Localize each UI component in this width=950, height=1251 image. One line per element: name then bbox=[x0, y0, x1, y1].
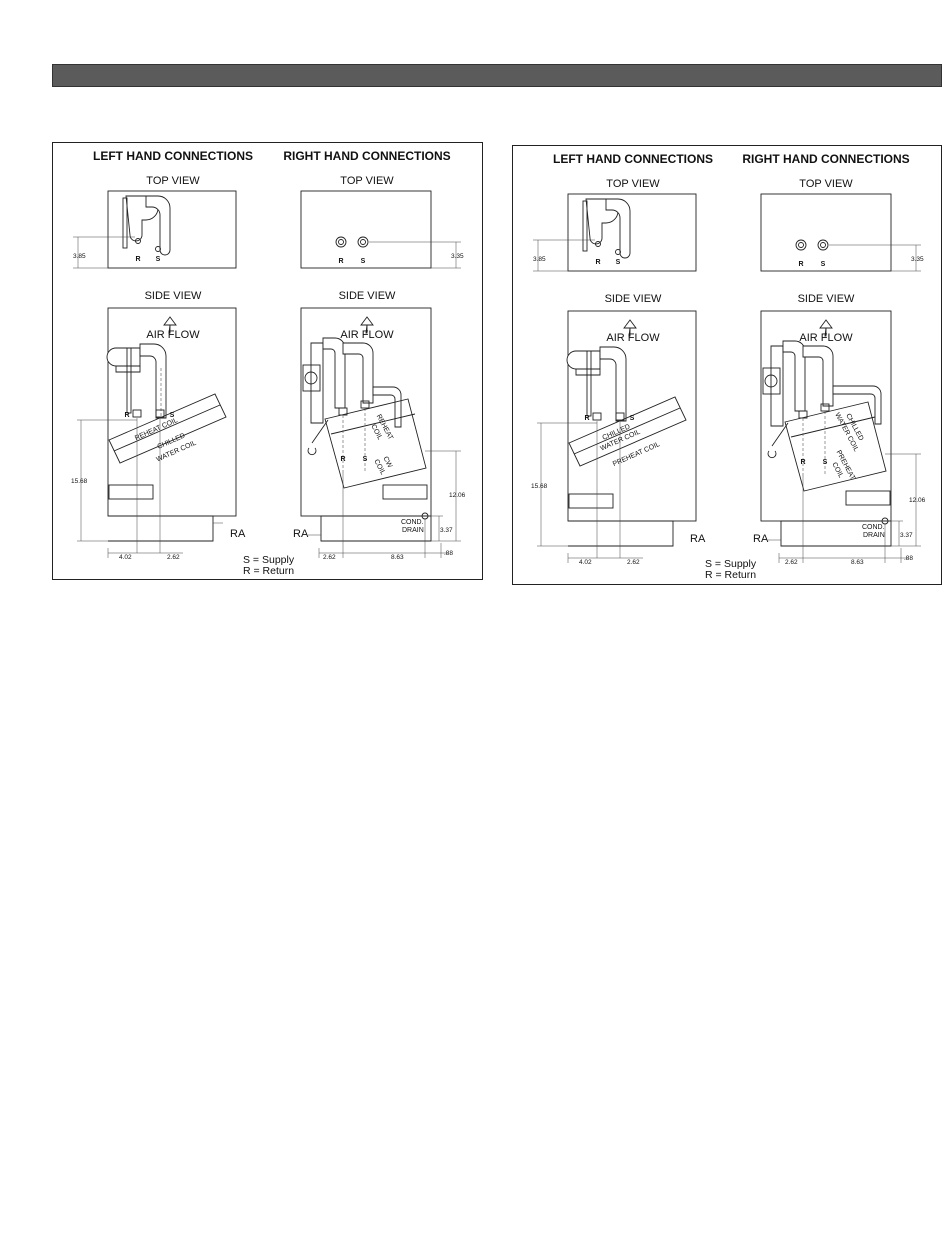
label-r-side-rh-2: R bbox=[800, 459, 805, 466]
ra-label-lh-2: RA bbox=[690, 533, 706, 545]
heading-right-hand-2: RIGHT HAND CONNECTIONS bbox=[742, 152, 909, 166]
label-s-side-lh-2: S bbox=[630, 415, 635, 422]
label-s-top-lh-2: S bbox=[616, 259, 621, 266]
heading-right-hand: RIGHT HAND CONNECTIONS bbox=[283, 149, 450, 163]
label-s-side-rh: S bbox=[363, 456, 368, 463]
drain-label-2-2: DRAIN bbox=[863, 532, 885, 539]
dim-side-height-lh-2: 15.68 bbox=[531, 483, 548, 490]
dim-top-lh-2: 3.85 bbox=[533, 256, 546, 263]
dim-rh-w3: .88 bbox=[444, 550, 453, 557]
connections-diagram-left: LEFT HAND CONNECTIONS RIGHT HAND CONNECT… bbox=[71, 149, 466, 577]
label-s-top-lh: S bbox=[156, 256, 161, 263]
headings: LEFT HAND CONNECTIONS RIGHT HAND CONNECT… bbox=[93, 149, 451, 163]
label-r-side-lh-2: R bbox=[584, 415, 589, 422]
legend-return-2: R = Return bbox=[705, 569, 756, 581]
side-view-label-rh-2: SIDE VIEW bbox=[798, 293, 855, 305]
ra-label-rh-2: RA bbox=[753, 533, 769, 545]
dim-rh-drain-2: 3.37 bbox=[900, 532, 913, 539]
top-view-label-rh-2: TOP VIEW bbox=[799, 178, 853, 190]
dim-rh-w1-2: 2.62 bbox=[785, 559, 798, 566]
label-r-top-rh: R bbox=[338, 258, 343, 265]
dim-top-rh: 3.35 bbox=[451, 253, 464, 260]
heading-left-hand: LEFT HAND CONNECTIONS bbox=[93, 149, 253, 163]
label-r-top-lh-2: R bbox=[595, 259, 600, 266]
side-view-lh-drawing-2 bbox=[537, 310, 697, 563]
air-flow-label-lh: AIR FLOW bbox=[146, 329, 200, 341]
top-view-label-lh-2: TOP VIEW bbox=[606, 178, 660, 190]
dim-side-w1-lh: 4.02 bbox=[119, 554, 132, 561]
connections-diagram-right: LEFT HAND CONNECTIONS RIGHT HAND CONNECT… bbox=[531, 152, 926, 581]
label-r-top-rh-2: R bbox=[798, 261, 803, 268]
section-header-bar bbox=[52, 64, 942, 87]
dim-rh-w2-2: 8.63 bbox=[851, 559, 864, 566]
side-view-rh-drawing bbox=[300, 307, 461, 558]
top-view-lh-drawing-2 bbox=[533, 193, 697, 272]
label-s-top-rh: S bbox=[361, 258, 366, 265]
heading-left-hand-2: LEFT HAND CONNECTIONS bbox=[553, 152, 713, 166]
label-s-top-rh-2: S bbox=[821, 261, 826, 268]
top-view-label-rh: TOP VIEW bbox=[340, 175, 394, 187]
dim-top-lh: 3.85 bbox=[73, 253, 86, 260]
dim-rh-drain: 3.37 bbox=[440, 527, 453, 534]
drain-label-2: DRAIN bbox=[402, 527, 424, 534]
ra-label-lh: RA bbox=[230, 528, 246, 540]
legend-supply: S = Supply bbox=[243, 554, 295, 566]
drain-label-1-2: COND. bbox=[862, 524, 885, 531]
label-s-side-rh-2: S bbox=[823, 459, 828, 466]
dim-side-height-lh: 15.68 bbox=[71, 478, 88, 485]
diagram-panel-right: LEFT HAND CONNECTIONS RIGHT HAND CONNECT… bbox=[512, 145, 942, 585]
dim-rh-w3-2: .88 bbox=[904, 555, 913, 562]
top-view-rh-drawing bbox=[300, 190, 461, 269]
dim-rh-height: 12.06 bbox=[449, 492, 466, 499]
top-view-label-lh: TOP VIEW bbox=[146, 175, 200, 187]
dim-side-w2-lh: 2.62 bbox=[167, 554, 180, 561]
side-view-label-lh-2: SIDE VIEW bbox=[605, 293, 662, 305]
dim-side-w2-lh-2: 2.62 bbox=[627, 559, 640, 566]
dim-side-w1-lh-2: 4.02 bbox=[579, 559, 592, 566]
side-view-lh-drawing bbox=[77, 307, 237, 558]
coil-label-preheat-lh-2: PREHEAT COIL bbox=[612, 441, 661, 468]
side-view-label-lh: SIDE VIEW bbox=[145, 290, 202, 302]
label-r-side-lh: R bbox=[124, 412, 129, 419]
air-flow-label-rh: AIR FLOW bbox=[340, 329, 394, 341]
coil-label-3-rh: CW bbox=[381, 455, 393, 469]
label-s-side-lh: S bbox=[170, 412, 175, 419]
drain-label-1: COND. bbox=[401, 519, 424, 526]
air-flow-label-lh-2: AIR FLOW bbox=[606, 332, 660, 344]
dim-rh-height-2: 12.06 bbox=[909, 497, 926, 504]
side-view-rh-drawing-2 bbox=[760, 310, 921, 563]
ra-label-rh: RA bbox=[293, 528, 309, 540]
diagram-panel-left: LEFT HAND CONNECTIONS RIGHT HAND CONNECT… bbox=[52, 142, 483, 580]
top-view-rh-drawing-2 bbox=[760, 193, 921, 272]
dim-top-rh-2: 3.35 bbox=[911, 256, 924, 263]
top-view-lh-drawing bbox=[73, 190, 237, 269]
label-r-top-lh: R bbox=[135, 256, 140, 263]
dim-rh-w1: 2.62 bbox=[323, 554, 336, 561]
legend-supply-2: S = Supply bbox=[705, 558, 757, 570]
label-r-side-rh: R bbox=[340, 456, 345, 463]
side-view-label-rh: SIDE VIEW bbox=[339, 290, 396, 302]
dim-rh-w2: 8.63 bbox=[391, 554, 404, 561]
legend-return: R = Return bbox=[243, 565, 294, 577]
air-flow-label-rh-2: AIR FLOW bbox=[799, 332, 853, 344]
